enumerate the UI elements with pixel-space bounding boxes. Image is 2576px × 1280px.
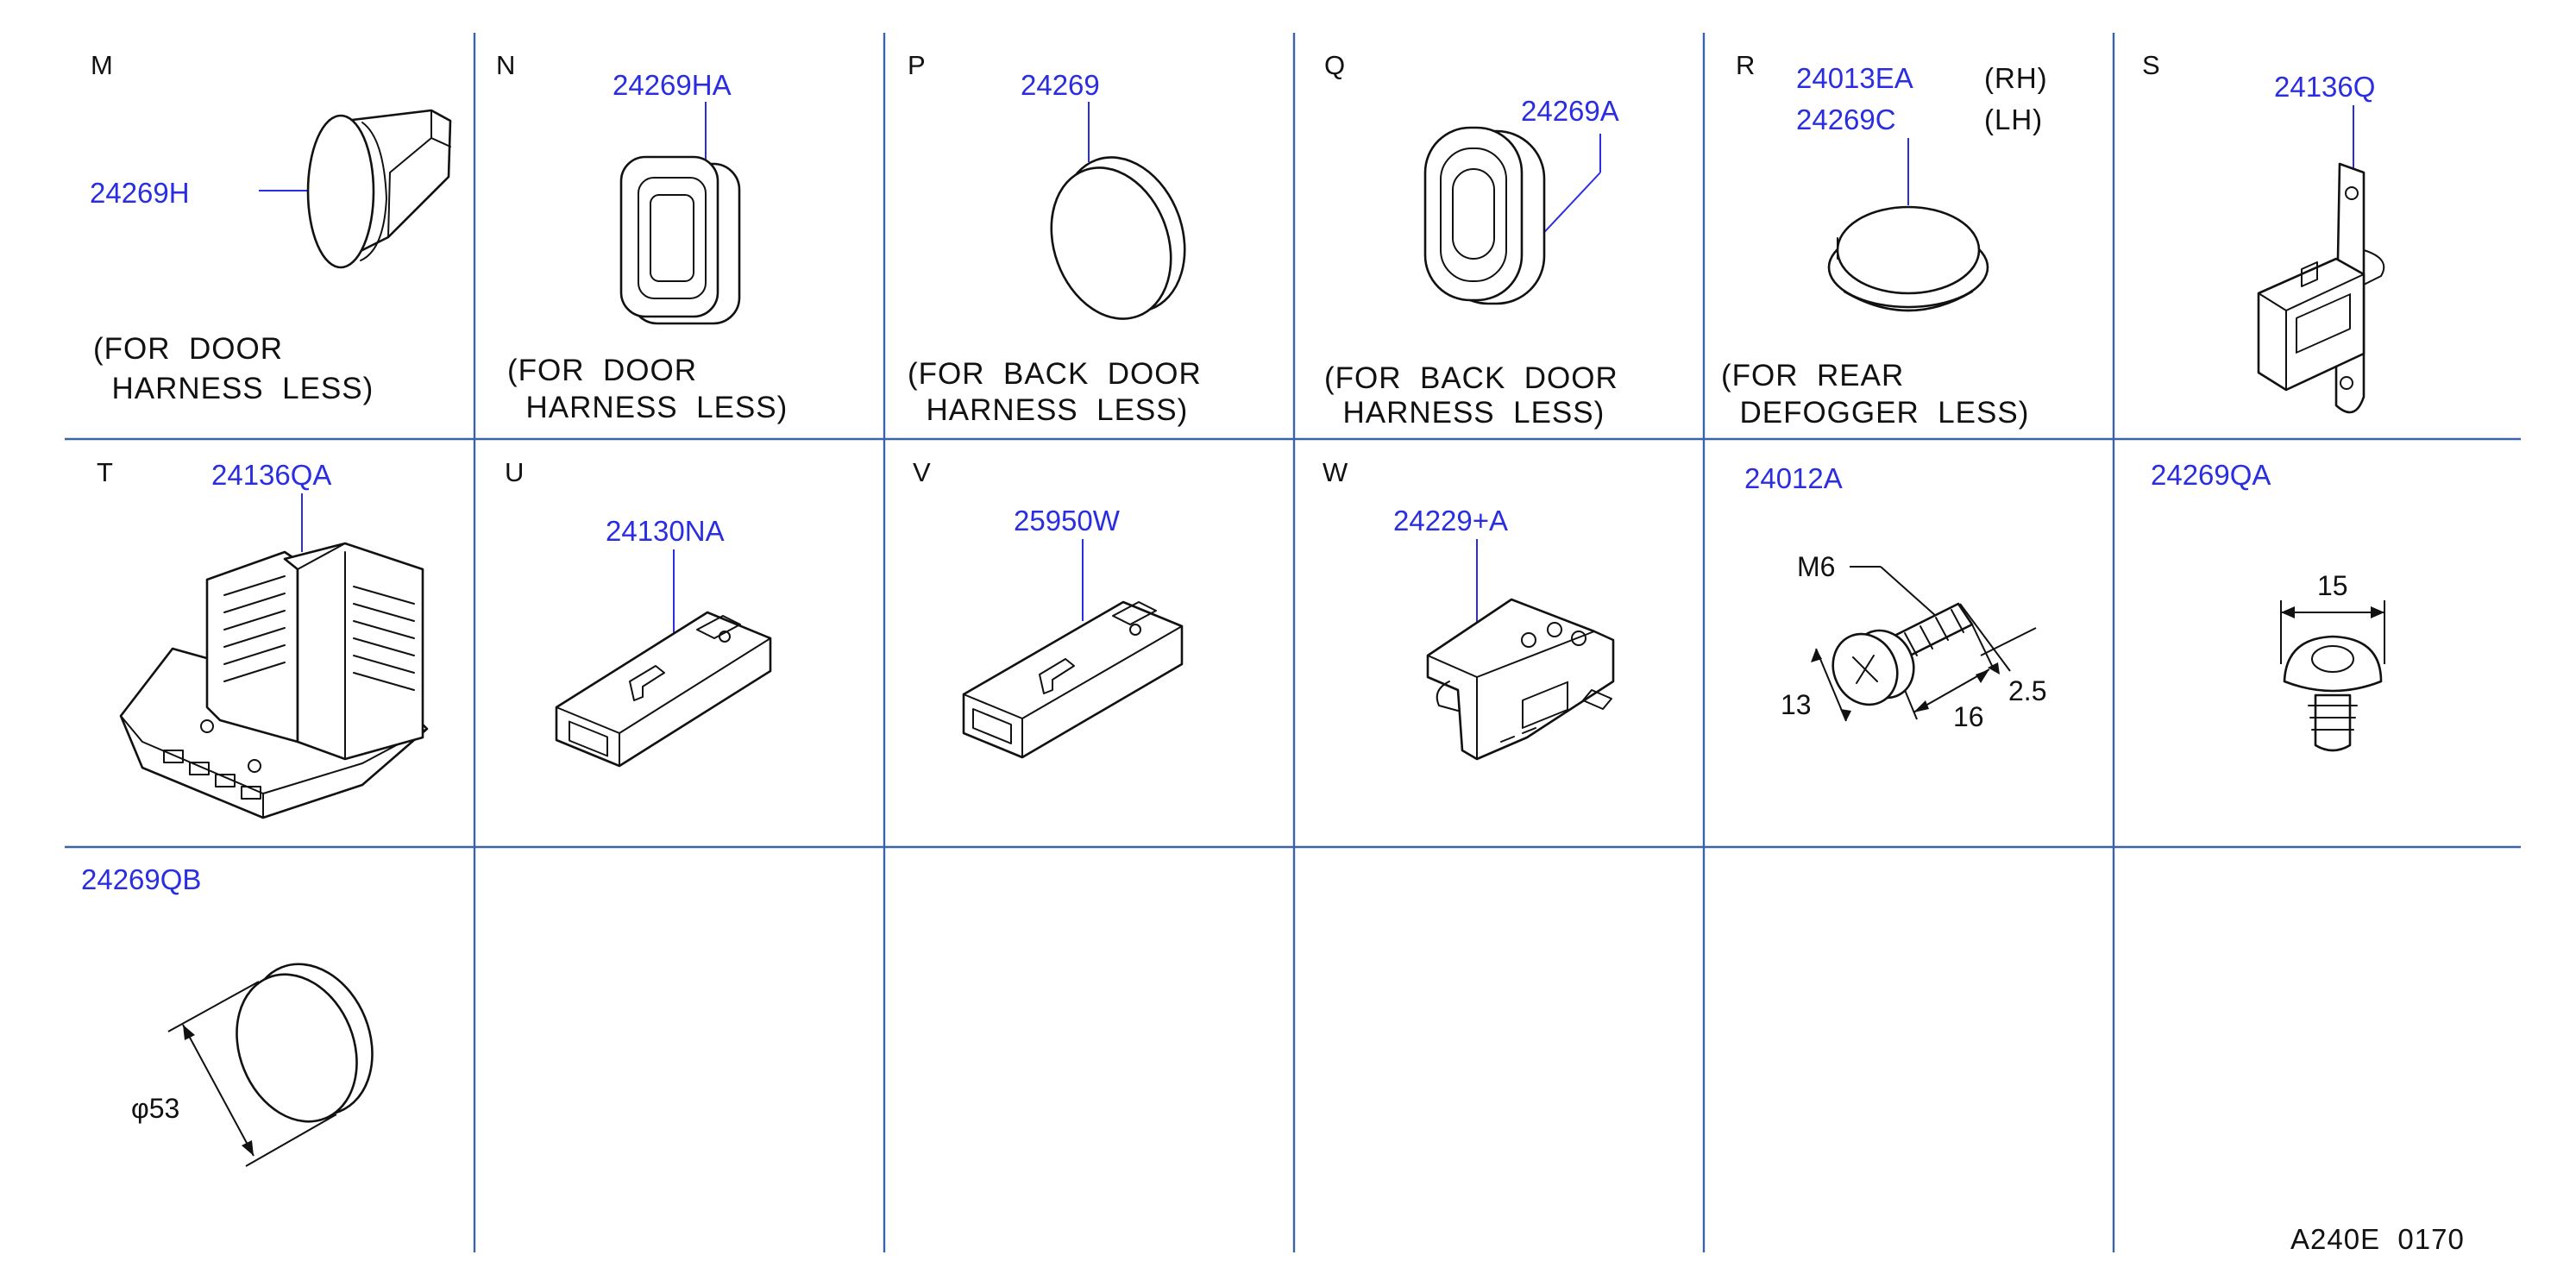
cell-n-note-line1: (FOR DOOR (507, 354, 697, 387)
cell-p-note-line1: (FOR BACK DOOR (908, 357, 1202, 391)
cell-n-letter: N (496, 50, 515, 80)
cell-clip-part-number[interactable]: 24269QA (2151, 459, 2271, 491)
push-clip-icon (2283, 635, 2383, 752)
cell-m-note-line1: (FOR DOOR (93, 332, 283, 366)
cell-q-note-line1: (FOR BACK DOOR (1324, 361, 1618, 395)
cell-q-leader-2 (1535, 172, 1601, 242)
cell-bolt-part-number[interactable]: 24012A (1744, 462, 1843, 494)
cell-n-note-line2: HARNESS LESS) (507, 391, 788, 424)
bolt-dim-25-ext (1959, 603, 2011, 672)
cap-plug-icon (1827, 205, 1989, 312)
cell-plug-dim-diameter: φ53 (131, 1093, 179, 1124)
bolt-dim-25-line (1980, 627, 2037, 656)
cell-plug: 24269QB φ53 (81, 863, 374, 1167)
cell-r-side-lh: (LH) (1984, 104, 2043, 135)
plug-dim-ext-bottom (245, 1114, 337, 1167)
cell-m-letter: M (91, 50, 113, 80)
cell-r-part-number-lh[interactable]: 24269C (1796, 104, 1896, 135)
cell-m-part-number[interactable]: 24269H (90, 177, 190, 209)
cell-s-letter: S (2142, 50, 2160, 80)
connector-housing-icon (555, 611, 772, 768)
cell-p-part-number[interactable]: 24269 (1021, 69, 1100, 101)
cell-t-letter: T (97, 457, 113, 487)
cell-q-letter: Q (1324, 50, 1345, 80)
round-plug-icon (1050, 156, 1186, 320)
cell-v: V 25950W (913, 457, 1184, 759)
cell-r-note-line1: (FOR REAR (1721, 359, 1904, 392)
cell-r: R 24013EA (RH) 24269C (LH) (FOR REAR DEF… (1721, 50, 2048, 430)
cell-s: S 24136Q (2142, 50, 2385, 414)
cell-w-letter: W (1323, 457, 1348, 487)
cell-bolt-dim-head: 13 (1781, 689, 1812, 720)
harness-clip-block-icon (119, 542, 429, 819)
cell-t-part-number[interactable]: 24136QA (211, 459, 331, 491)
cell-s-part-number[interactable]: 24136Q (2274, 71, 2375, 103)
bracket-clip-icon (2257, 162, 2385, 414)
cell-r-side-rh: (RH) (1984, 62, 2048, 94)
cell-q-note-line2: HARNESS LESS) (1324, 396, 1605, 430)
cell-r-note-line2: DEFOGGER LESS) (1721, 396, 2029, 430)
large-plug-icon (236, 963, 374, 1123)
bolt-dim-16-ext-2 (1971, 624, 1995, 672)
cell-bolt-thread: M6 (1797, 551, 1835, 582)
connector-block-icon (962, 600, 1184, 759)
cell-r-letter: R (1736, 50, 1755, 80)
cell-u-part-number[interactable]: 24130NA (606, 515, 725, 547)
cell-p-note-line2: HARNESS LESS) (908, 393, 1188, 427)
cell-m-note-line2: HARNESS LESS) (93, 372, 374, 405)
cell-plug-part-number[interactable]: 24269QB (81, 863, 201, 895)
grid (65, 33, 2521, 1252)
cell-t: T 24136QA (97, 457, 429, 819)
plug-dim-line (182, 1024, 254, 1157)
cell-clip-dim-width: 15 (2317, 570, 2348, 601)
cell-bolt-dim-length: 16 (1953, 701, 1984, 732)
cell-m: M 24269H (FOR DOOR HARNESS LESS) (90, 50, 452, 405)
cell-q-part-number[interactable]: 24269A (1521, 95, 1619, 127)
bracket-clip-w-icon (1426, 598, 1615, 761)
cell-bolt-dim-collar: 2.5 (2008, 675, 2046, 706)
cell-u: U 24130NA (505, 457, 772, 768)
grommet-plug-icon (306, 109, 452, 269)
cell-n: N 24269HA (FOR DOOR HARNESS LESS) (496, 50, 788, 424)
plug-dim-ext-top (167, 981, 260, 1032)
bolt-dim-13-line (1815, 648, 1847, 722)
cell-w-part-number[interactable]: 24229+A (1393, 505, 1508, 536)
cell-bolt: 24012A M6 13 16 2.5 (1744, 462, 2046, 732)
cell-v-letter: V (913, 457, 931, 487)
bolt-dim-16-ext (1904, 689, 1918, 720)
cell-u-letter: U (505, 457, 524, 487)
reference-code: A240E 0170 (2290, 1223, 2465, 1255)
cell-p: P 24269 (FOR BACK DOOR HARNESS LESS) (908, 50, 1202, 427)
cell-p-letter: P (908, 50, 926, 80)
grommet-oval-icon (1423, 126, 1546, 305)
cell-w: W 24229+A (1323, 457, 1615, 761)
grommet-square-icon (619, 155, 741, 325)
cell-v-part-number[interactable]: 25950W (1014, 505, 1121, 536)
cell-r-part-number-rh[interactable]: 24013EA (1796, 62, 1913, 94)
cell-q: Q 24269A (FOR BACK DOOR HARNESS LESS) (1324, 50, 1619, 430)
bolt-thread-leader-2 (1880, 566, 1938, 618)
cell-clip: 24269QA 15 (2151, 459, 2385, 752)
bolt-icon (1831, 602, 1974, 706)
cell-n-part-number[interactable]: 24269HA (613, 69, 732, 101)
